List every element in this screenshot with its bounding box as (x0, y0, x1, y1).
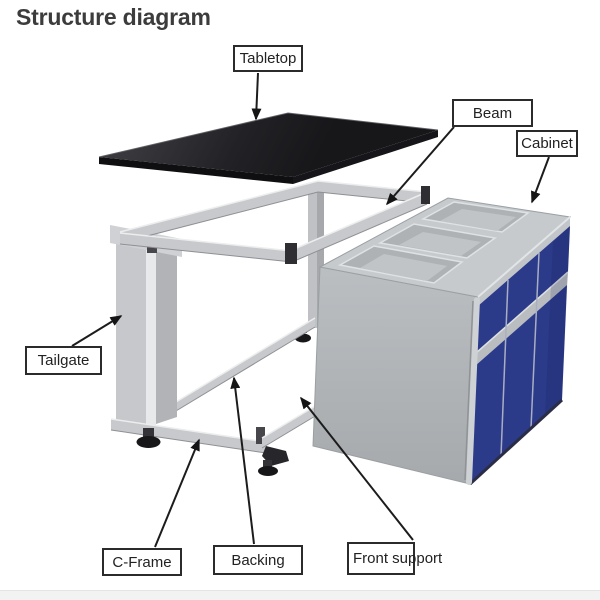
label-beam: Beam (452, 99, 533, 127)
label-tailgate: Tailgate (25, 346, 102, 375)
front-support-rail (256, 401, 323, 449)
left-foot-stem (143, 428, 154, 437)
cabinet-top (318, 197, 572, 298)
rail-back-left (120, 181, 318, 243)
beam-end-cap-right (421, 186, 430, 204)
beam-rail (292, 192, 427, 262)
cabinet-drawer-face (468, 217, 570, 486)
front-leveling-foot (258, 466, 278, 476)
label-backing: Backing (213, 545, 303, 575)
corner-bevel (466, 297, 480, 485)
door-row (470, 285, 567, 484)
beam-end-cap-front (285, 243, 297, 264)
label-c-frame: C-Frame (102, 548, 182, 576)
label-tabletop: Tabletop (233, 45, 303, 72)
page-title: Structure diagram (16, 4, 211, 30)
cabinet-left-face (312, 266, 479, 485)
bottom-strip (0, 590, 600, 600)
tailgate-column (110, 225, 182, 436)
front-support-cap (256, 427, 265, 444)
backing-rail (165, 317, 316, 418)
cabinet-tub-2 (377, 223, 497, 259)
front-foot-stem (263, 460, 272, 467)
tabletop-slab (98, 112, 439, 184)
cabinet (312, 197, 572, 486)
rail-front-left (120, 233, 292, 262)
label-cabinet: Cabinet (516, 130, 578, 157)
cabinet-tub-3 (420, 201, 530, 233)
label-front-support: Front support (347, 542, 442, 575)
drawer-row (476, 226, 570, 353)
c-frame-base (110, 418, 267, 454)
left-leveling-foot (136, 436, 161, 448)
cabinet-tub-1 (337, 245, 464, 284)
corner-crease (464, 300, 474, 481)
